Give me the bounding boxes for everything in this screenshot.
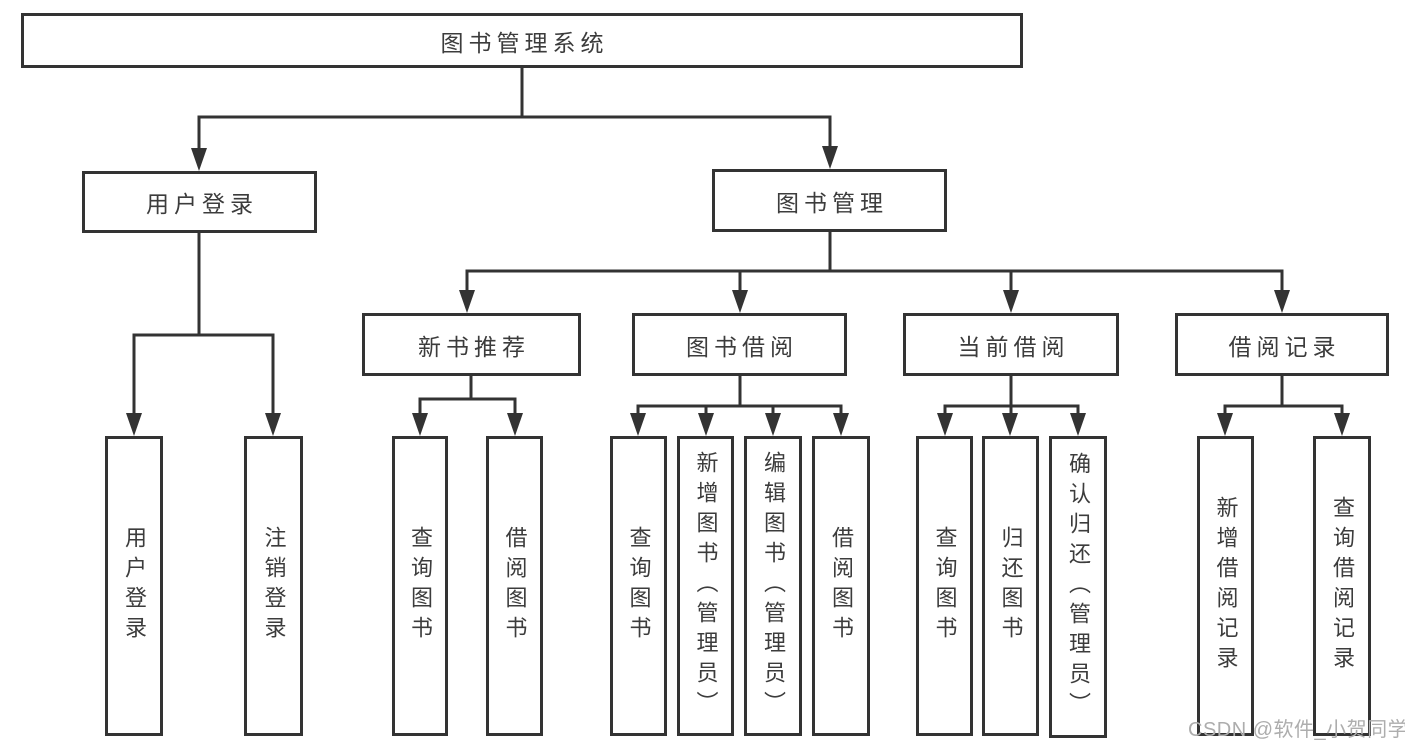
connector-level3-rail	[465, 269, 1284, 293]
leaf-add-borrow-record-label: 新增借阅记录	[1213, 496, 1239, 676]
user-login-label: 用户登录	[146, 191, 258, 217]
node-box-borrowing-records: 借阅记录	[1175, 313, 1389, 376]
leaf-box-add-books-admin: 新增图书（管理员）	[677, 436, 734, 736]
connector-borrowing-rail	[636, 404, 843, 417]
connector-records-rail	[1223, 404, 1344, 417]
leaf-borrow-books-2-label: 借阅图书	[829, 526, 854, 646]
leaf-box-borrow-books-1: 借阅图书	[486, 436, 543, 736]
leaf-borrow-books-1-label: 借阅图书	[502, 526, 528, 646]
arrowheads	[126, 146, 1350, 436]
connector-level2-rail	[197, 115, 832, 150]
leaf-box-confirm-return-admin: 确认归还（管理员）	[1049, 436, 1107, 738]
leaf-box-query-books-1: 查询图书	[392, 436, 448, 736]
leaf-query-books-1-label: 查询图书	[408, 526, 433, 646]
connector-level3-mid-drops	[738, 271, 1013, 293]
book-management-label: 图书管理	[776, 189, 888, 216]
node-box-book-management: 图书管理	[712, 169, 947, 232]
leaf-query-books-3-label: 查询图书	[932, 526, 958, 646]
leaf-box-edit-books-admin: 编辑图书（管理员）	[744, 436, 802, 736]
connector-new-rec-rail	[418, 397, 517, 417]
leaf-add-books-admin-label: 新增图书（管理员）	[693, 451, 719, 721]
root-label: 图书管理系统	[440, 29, 609, 56]
node-box-new-book-recommend: 新书推荐	[362, 313, 581, 376]
csdn-watermark: CSDN @软件_小贺同学	[1188, 719, 1405, 741]
current-borrowing-label: 当前借阅	[957, 333, 1070, 360]
leaf-confirm-return-admin-label: 确认归还（管理员）	[1066, 452, 1091, 722]
book-borrowing-label: 图书借阅	[686, 333, 798, 360]
leaf-box-query-books-3: 查询图书	[916, 436, 973, 736]
node-box-current-borrowing: 当前借阅	[903, 313, 1119, 376]
leaf-query-books-2-label: 查询图书	[626, 526, 652, 646]
leaf-box-borrow-books-2: 借阅图书	[812, 436, 870, 736]
leaf-logout-label: 注销登录	[261, 526, 287, 646]
leaf-query-borrow-record-label: 查询借阅记录	[1330, 496, 1355, 676]
node-box-user-login: 用户登录	[82, 171, 317, 233]
leaf-box-logout: 注销登录	[244, 436, 303, 736]
leaf-box-query-borrow-record: 查询借阅记录	[1313, 436, 1371, 736]
leaf-edit-books-admin-label: 编辑图书（管理员）	[761, 451, 786, 721]
leaf-user-login-label: 用户登录	[122, 526, 147, 646]
connector-user-login-rail	[132, 333, 275, 416]
leaf-box-query-books-2: 查询图书	[610, 436, 667, 736]
borrowing-records-label: 借阅记录	[1228, 333, 1341, 360]
leaf-return-books-label: 归还图书	[998, 526, 1024, 646]
connector-current-rail	[943, 404, 1080, 417]
node-box-root: 图书管理系统	[21, 13, 1023, 68]
leaf-box-return-books: 归还图书	[982, 436, 1039, 736]
connector-borrowing-mid-drops	[704, 406, 775, 417]
leaf-box-add-borrow-record: 新增借阅记录	[1197, 436, 1254, 736]
node-box-book-borrowing: 图书借阅	[632, 313, 847, 376]
new-book-recommend-label: 新书推荐	[418, 333, 530, 360]
leaf-box-user-login: 用户登录	[105, 436, 163, 736]
